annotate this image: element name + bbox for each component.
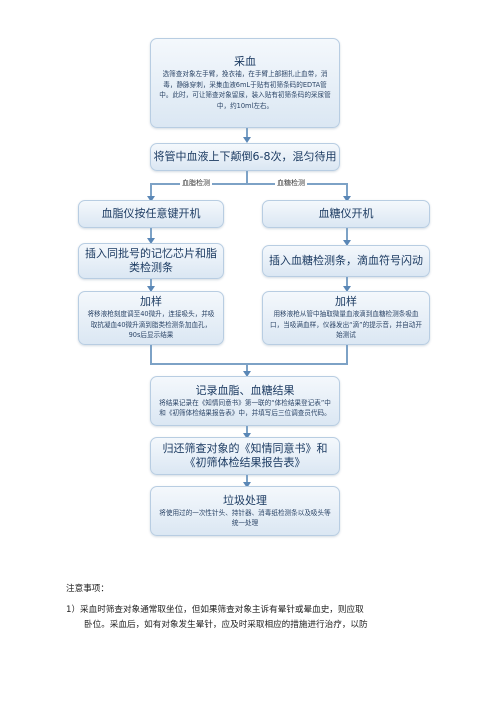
step-record-desc: 将结果记录在《知情同意书》第一联的“体检结果登记表”中和《初筛体检结果报告表》中… [159,398,331,418]
notes-item-line: 1）采血时筛查对象通常取坐位，但如果筛查对象主诉有晕针或晕血史，则应取 [66,605,364,615]
step-lipid-insert-title: 插入同批号的记忆芯片和脂类检测条 [85,247,217,274]
notes-item: 1）采血时筛查对象通常取坐位，但如果筛查对象主诉有晕针或晕血史，则应取 卧位。采… [66,603,446,633]
notes-heading: 注意事项： [66,584,109,594]
connector-line [246,171,248,184]
arrow-head [243,433,251,439]
step-collect-title: 采血 [234,55,256,68]
arrow-head [147,238,155,244]
step-waste-title: 垃圾处理 [223,493,267,507]
arrow-head [243,137,251,143]
step-glucose-power-on-title: 血糖仪开机 [318,207,374,220]
connector-line [346,183,348,197]
step-lipid-load-desc: 将移液枪刻度调至40微升，连接吸头，并吸取抗凝血40微升滴到脂类检测条加血孔，9… [87,310,215,340]
step-glucose-load-sample: 加样 用移液枪从管中抽取微量血液滴到血糖检测条吸血口，当吸满血样，仪器发出“滴”… [262,291,430,345]
branch-label-lipid: 血脂检测 [180,179,212,188]
arrow-head [343,240,351,246]
step-mix-title: 将管中血液上下颠倒6-8次，混匀待用 [153,150,337,163]
step-lipid-load-sample: 加样 将移液枪刻度调至40微升，连接吸头，并吸取抗凝血40微升滴到脂类检测条加血… [78,291,224,345]
connector-line [150,279,152,288]
step-glucose-load-title: 加样 [335,295,357,309]
step-glucose-insert-strip: 插入血糖检测条，滴血符号闪动 [262,245,430,277]
step-record-title: 记录血脂、血糖结果 [195,383,295,397]
step-glucose-insert-title: 插入血糖检测条，滴血符号闪动 [269,254,423,267]
step-collect-blood: 采血 选筛查对象左手臂，挽衣袖，在手臂上部捆扎止血带，消毒，静脉穿刺，采集血液6… [150,38,340,128]
connector-line [346,345,348,365]
arrow-head [243,371,251,377]
step-lipid-insert-strip: 插入同批号的记忆芯片和脂类检测条 [78,243,224,279]
connector-line [346,277,348,288]
step-collect-desc: 选筛查对象左手臂，挽衣袖，在手臂上部捆扎止血带，消毒，静脉穿刺，采集血液6mL于… [159,70,331,110]
step-lipid-power-on: 血脂仪按任意键开机 [78,200,224,228]
notes-section: 注意事项： [66,582,109,597]
branch-label-glucose: 血糖检测 [275,179,307,188]
connector-line [150,363,348,365]
notes-item-line: 卧位。采血后，如有对象发生晕针，应及时采取相应的措施进行治疗，以防 [84,620,368,630]
step-waste-disposal: 垃圾处理 将使用过的一次性针头、持针器、消毒纸检测条以及吸头等统一处理 [150,486,340,536]
arrow-head [343,196,351,202]
arrow-head [147,196,155,202]
step-lipid-load-title: 加样 [140,295,162,309]
connector-line [150,228,152,240]
step-lipid-power-on-title: 血脂仪按任意键开机 [101,207,201,220]
connector-line [150,183,348,185]
step-return-title: 归还筛查对象的《知情同意书》和《初筛体检结果报告表》 [162,442,328,469]
step-waste-desc: 将使用过的一次性针头、持针器、消毒纸检测条以及吸头等统一处理 [159,508,331,528]
connector-line [246,426,248,435]
connector-line [150,183,152,197]
step-glucose-load-desc: 用移液枪从管中抽取微量血液滴到血糖检测条吸血口，当吸满血样，仪器发出“滴”的提示… [270,310,422,340]
arrow-head [343,286,351,292]
arrow-head [147,286,155,292]
connector-line [346,228,348,242]
connector-line [246,128,248,139]
connector-line [246,475,248,484]
step-glucose-power-on: 血糖仪开机 [262,200,430,228]
step-record-results: 记录血脂、血糖结果 将结果记录在《知情同意书》第一联的“体检结果登记表”中和《初… [150,376,340,426]
arrow-head [243,482,251,488]
connector-line [246,363,248,373]
step-mix-blood: 将管中血液上下颠倒6-8次，混匀待用 [150,143,340,171]
connector-line [150,345,152,365]
step-return-documents: 归还筛查对象的《知情同意书》和《初筛体检结果报告表》 [150,437,340,475]
